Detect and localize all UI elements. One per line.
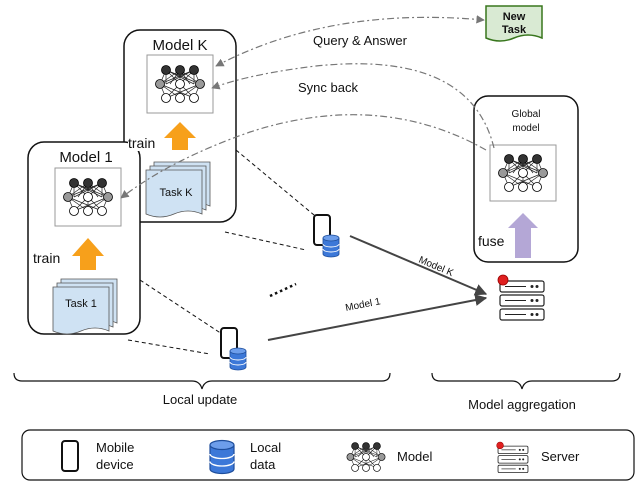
model-k-task-label: Task K <box>159 187 193 199</box>
sync-back-arrow-k <box>211 63 495 149</box>
model-k-title: Model K <box>152 37 207 54</box>
server-icon <box>497 274 545 321</box>
model-1-train-label: train <box>33 250 60 266</box>
legend-model-label: Model <box>397 449 433 464</box>
fuse-label: fuse <box>478 233 505 249</box>
query-answer-label: Query & Answer <box>313 33 408 48</box>
model-k-device-link-2 <box>224 231 307 251</box>
sync-back-arrow-1 <box>120 114 487 199</box>
model-k-upload-label: Model K <box>417 255 455 280</box>
model-k-network-icon <box>155 65 205 103</box>
more-devices-ellipsis <box>269 282 297 298</box>
legend-mobile-icon <box>61 440 79 472</box>
new-task-line1: New <box>503 11 526 23</box>
new-task-doc <box>485 5 543 42</box>
legend-box <box>21 429 635 481</box>
model-aggregation-label: Model aggregation <box>468 397 576 412</box>
model-1-task-label: Task 1 <box>65 298 97 310</box>
device-k-database-icon <box>322 234 340 258</box>
legend-database-icon <box>209 439 235 475</box>
fuse-arrow <box>508 213 538 258</box>
legend-server-icon <box>496 441 529 474</box>
model-1-device-link-1 <box>139 279 223 335</box>
model-k-train-label: train <box>128 135 155 151</box>
query-answer-arrow <box>215 15 485 67</box>
legend-data-line1: Local <box>250 440 281 455</box>
model-1-title: Model 1 <box>59 149 112 166</box>
model-k-device-link-1 <box>235 149 321 221</box>
global-model-title-line2: model <box>512 123 539 134</box>
model-aggregation-brace <box>431 372 621 390</box>
new-task-line2: Task <box>502 24 527 36</box>
model-k-train-arrow <box>164 122 196 150</box>
legend-model-icon <box>346 442 386 472</box>
model-k-upload-arrow <box>349 235 488 296</box>
model-1-train-arrow <box>72 238 104 270</box>
model-1-upload-label: Model 1 <box>344 296 381 314</box>
device-1-database-icon <box>229 347 247 371</box>
model-1-upload-arrow <box>267 294 488 341</box>
model-1-network-icon <box>63 178 113 216</box>
global-model-title-line1: Global <box>512 109 541 120</box>
legend-mobile-line2: device <box>96 457 134 472</box>
model-1-device-link-2 <box>127 339 211 355</box>
local-update-label: Local update <box>163 392 237 407</box>
global-model-network-icon <box>498 154 548 192</box>
local-update-brace <box>13 372 391 390</box>
sync-back-label: Sync back <box>298 80 358 95</box>
legend-mobile-line1: Mobile <box>96 440 134 455</box>
legend-server-label: Server <box>541 449 580 464</box>
legend-data-line2: data <box>250 457 276 472</box>
